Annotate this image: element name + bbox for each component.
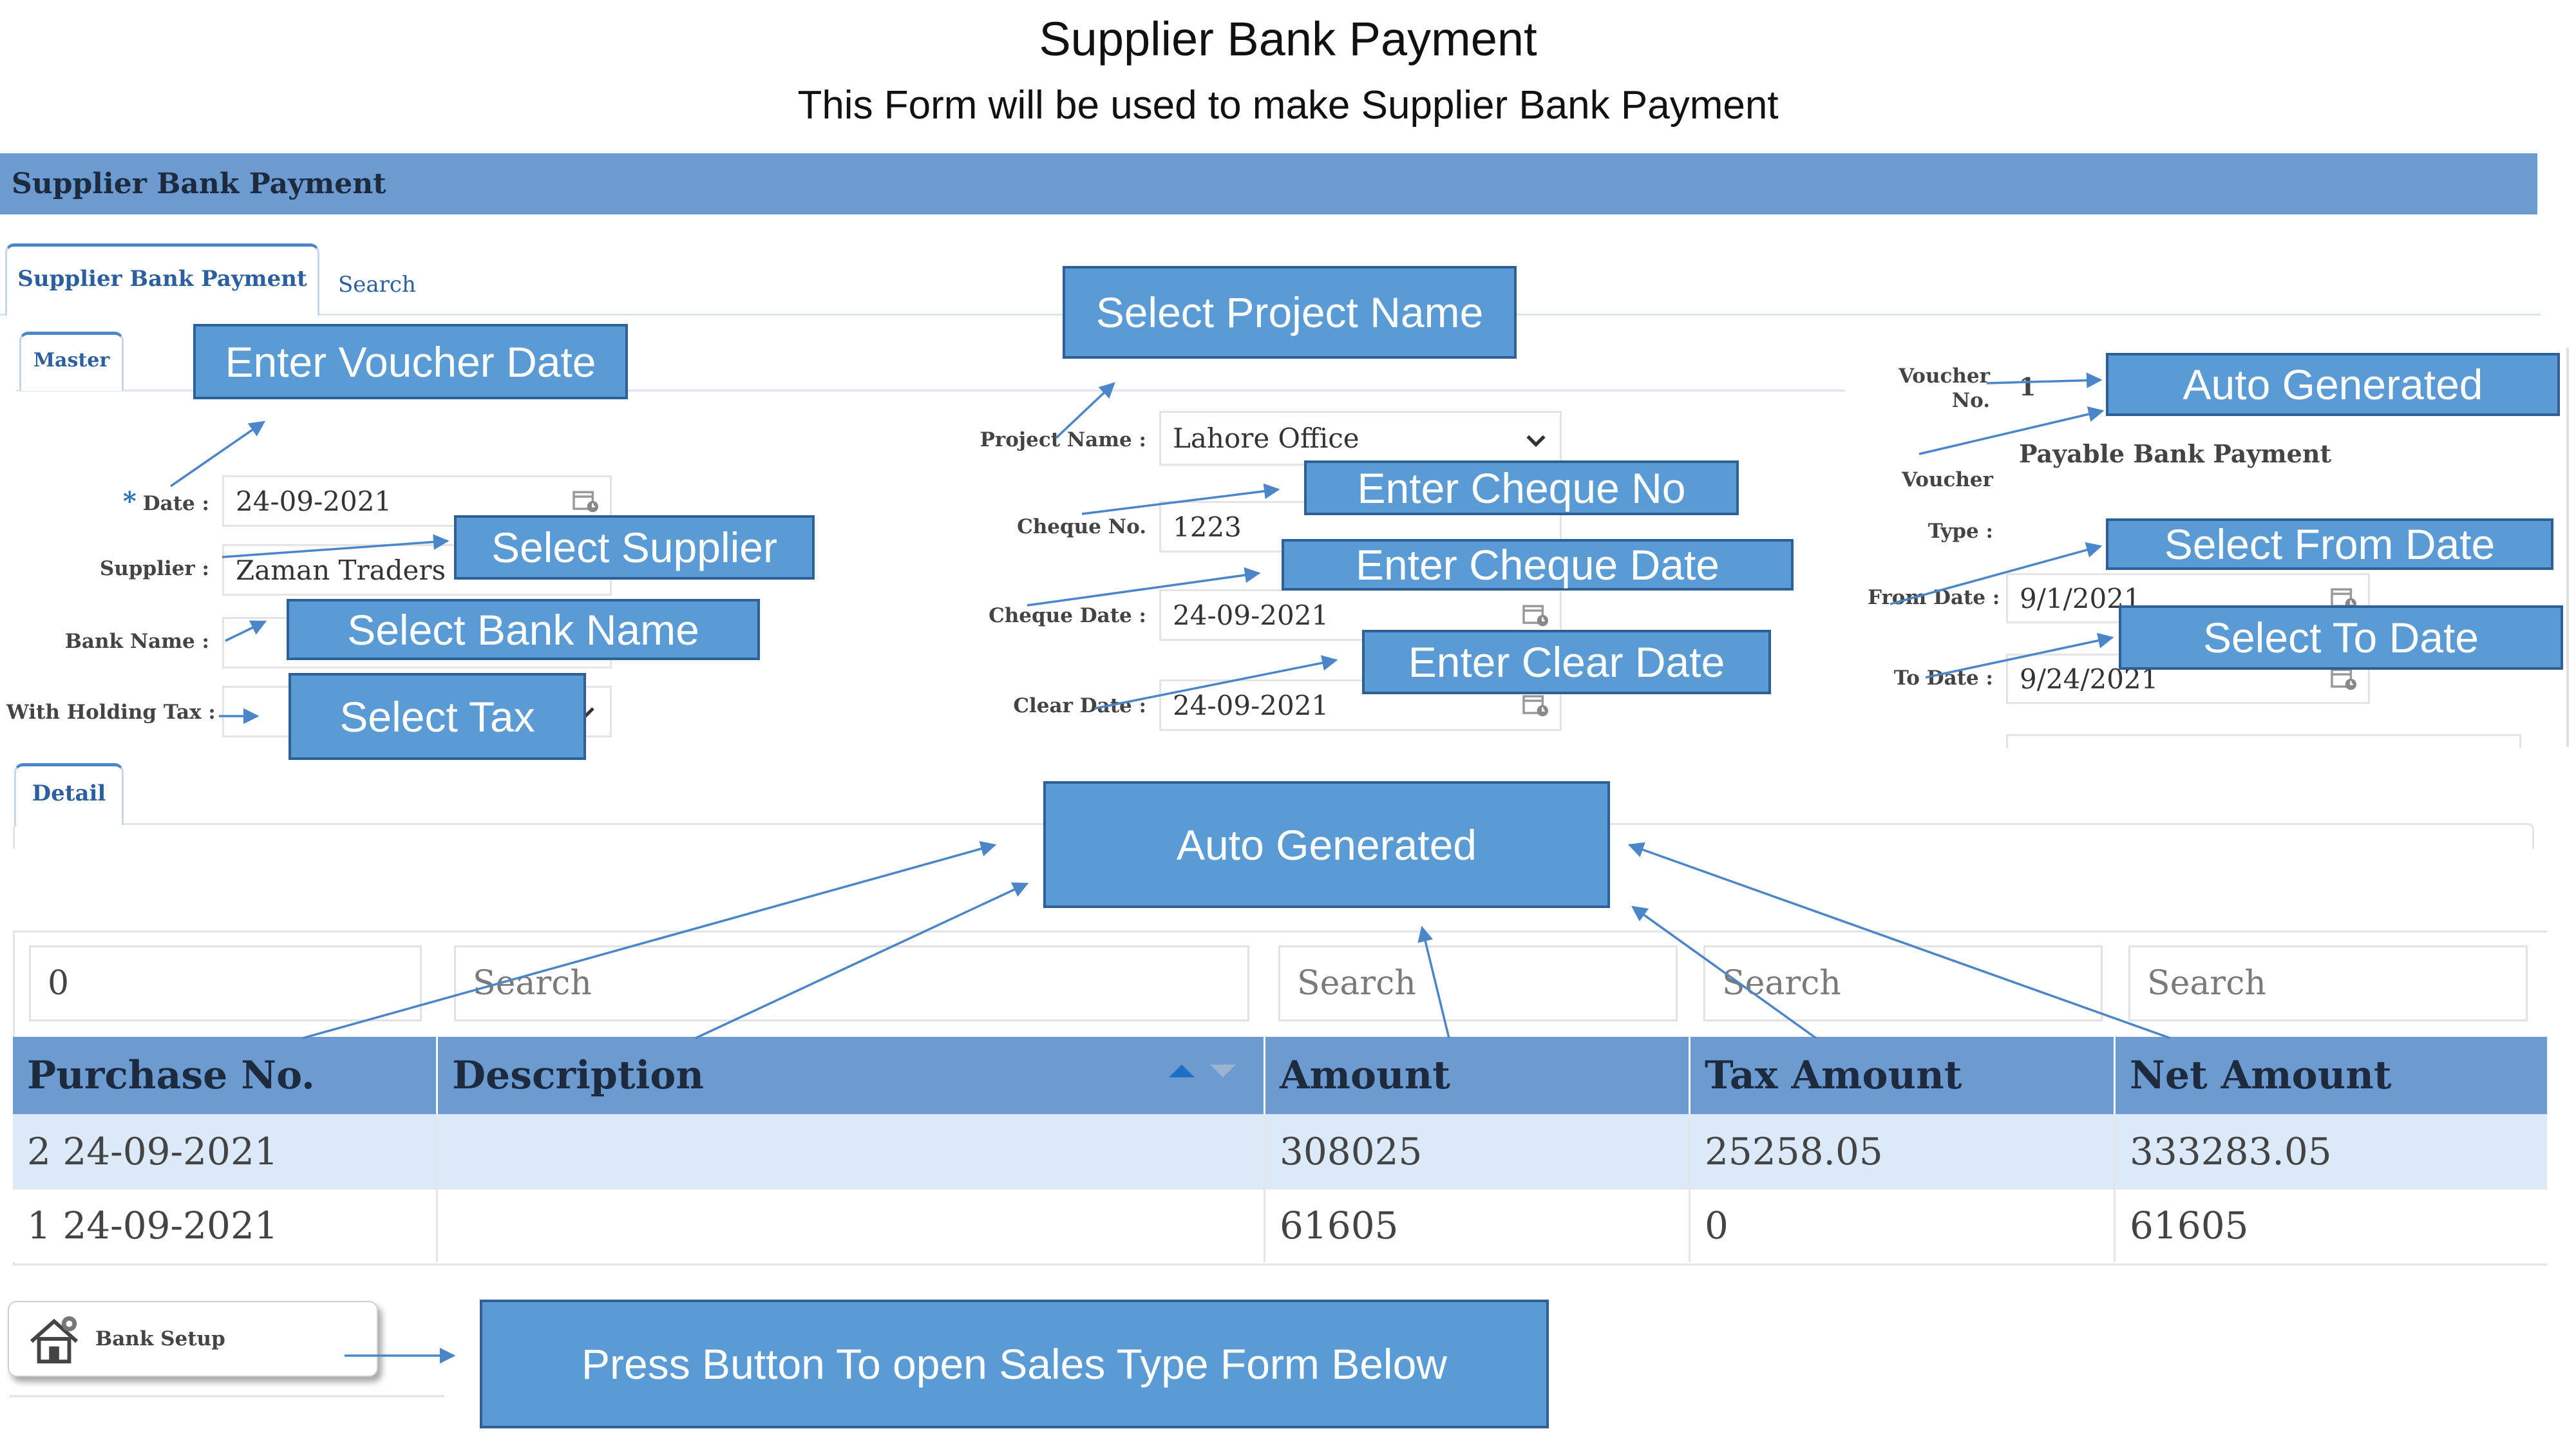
calendar-icon[interactable]	[1522, 693, 1549, 717]
partial-field-outline	[2006, 734, 2521, 748]
project-name-select[interactable]: Lahore Office	[1159, 411, 1562, 466]
cell-tax-amount: 0	[1690, 1188, 2116, 1262]
page-subtitle: This Form will be used to make Supplier …	[797, 83, 1779, 128]
sort-icon[interactable]	[1164, 1059, 1241, 1083]
voucher-type-value: Payable Bank Payment	[2019, 439, 2332, 468]
supplier-label: Supplier :	[99, 557, 209, 580]
callout-cheque-date: Enter Cheque Date	[1282, 539, 1794, 591]
table-row[interactable]	[13, 1188, 2547, 1262]
filter-purchase-no[interactable]: 0	[29, 945, 422, 1021]
col-description[interactable]: Description	[438, 1037, 1265, 1114]
supplier-value: Zaman Traders	[236, 554, 446, 586]
with-holding-tax-label: With Holding Tax :	[6, 701, 216, 724]
cheque-no-value: 1223	[1173, 511, 1242, 543]
form-banner: Supplier Bank Payment	[0, 153, 2537, 214]
cell-purchase-no: 2 24-09-2021	[13, 1114, 438, 1188]
filter-net-amount[interactable]: Search	[2128, 945, 2528, 1021]
tab-search[interactable]: Search	[338, 272, 416, 298]
tab-supplier-bank-payment[interactable]: Supplier Bank Payment	[5, 243, 319, 316]
bank-name-label: Bank Name :	[64, 630, 209, 653]
master-tab-divider	[16, 390, 1845, 392]
calendar-icon[interactable]	[1522, 603, 1549, 627]
cell-description	[438, 1188, 1265, 1262]
callout-clear-date: Enter Clear Date	[1362, 630, 1771, 694]
col-purchase-no[interactable]: Purchase No.	[13, 1037, 438, 1114]
tab-master[interactable]: Master	[19, 332, 124, 391]
page-title: Supplier Bank Payment	[1039, 12, 1537, 66]
calendar-icon[interactable]	[573, 489, 600, 513]
filter-amount[interactable]: Search	[1278, 945, 1678, 1021]
date-input[interactable]: 24-09-2021	[222, 475, 612, 527]
filter-tax-amount[interactable]: Search	[1703, 945, 2103, 1021]
cell-amount: 61605	[1265, 1188, 1690, 1262]
callout-tax: Select Tax	[289, 673, 586, 760]
project-name-value: Lahore Office	[1173, 422, 1359, 454]
cheque-no-label: Cheque No.	[1017, 515, 1146, 538]
bank-gear-icon	[30, 1316, 79, 1364]
bank-setup-button[interactable]: Bank Setup	[8, 1301, 378, 1377]
project-name-label: Project Name :	[980, 428, 1146, 451]
cell-description	[438, 1114, 1265, 1188]
col-amount[interactable]: Amount	[1265, 1037, 1690, 1114]
right-scrollbar[interactable]	[2566, 348, 2569, 747]
voucher-no-value: 1	[2019, 372, 2036, 401]
callout-voucher-date: Enter Voucher Date	[193, 324, 628, 399]
cell-net-amount: 333283.05	[2130, 1129, 2332, 1173]
tab-detail[interactable]: Detail	[14, 763, 124, 825]
cell-tax-amount: 25258.05	[1690, 1114, 2116, 1188]
chevron-down-icon[interactable]	[1525, 432, 1547, 449]
clear-date-label: Clear Date :	[1013, 694, 1146, 717]
clear-date-value: 24-09-2021	[1173, 689, 1329, 721]
cell-purchase-no: 1 24-09-2021	[13, 1188, 438, 1262]
cell-amount: 308025	[1265, 1114, 1690, 1188]
callout-to-date: Select To Date	[2119, 605, 2563, 670]
callout-auto-generated-voucher: Auto Generated	[2106, 353, 2560, 416]
callout-from-date: Select From Date	[2106, 518, 2553, 570]
callout-auto-generated-grid: Auto Generated	[1043, 781, 1610, 908]
cheque-date-label: Cheque Date :	[989, 604, 1146, 627]
date-label: *Date :	[122, 486, 209, 516]
col-tax-amount[interactable]: Tax Amount	[1690, 1037, 2116, 1114]
callout-cheque-no: Enter Cheque No	[1304, 460, 1739, 515]
date-value: 24-09-2021	[236, 485, 392, 517]
callout-bank-name: Select Bank Name	[287, 599, 760, 660]
to-date-label: To Date :	[1893, 667, 1993, 690]
table-row[interactable]	[13, 1114, 2547, 1188]
from-date-label: From Date :	[1868, 586, 2000, 609]
cheque-date-value: 24-09-2021	[1173, 599, 1329, 631]
col-net-amount[interactable]: Net Amount	[2116, 1037, 2547, 1114]
calendar-icon[interactable]	[2331, 667, 2358, 691]
callout-supplier: Select Supplier	[454, 515, 815, 580]
callout-project-name: Select Project Name	[1063, 266, 1517, 359]
filter-description[interactable]: Search	[454, 945, 1249, 1021]
cell-net-amount: 61605	[2130, 1203, 2249, 1247]
callout-bank-setup: Press Button To open Sales Type Form Bel…	[480, 1300, 1549, 1428]
